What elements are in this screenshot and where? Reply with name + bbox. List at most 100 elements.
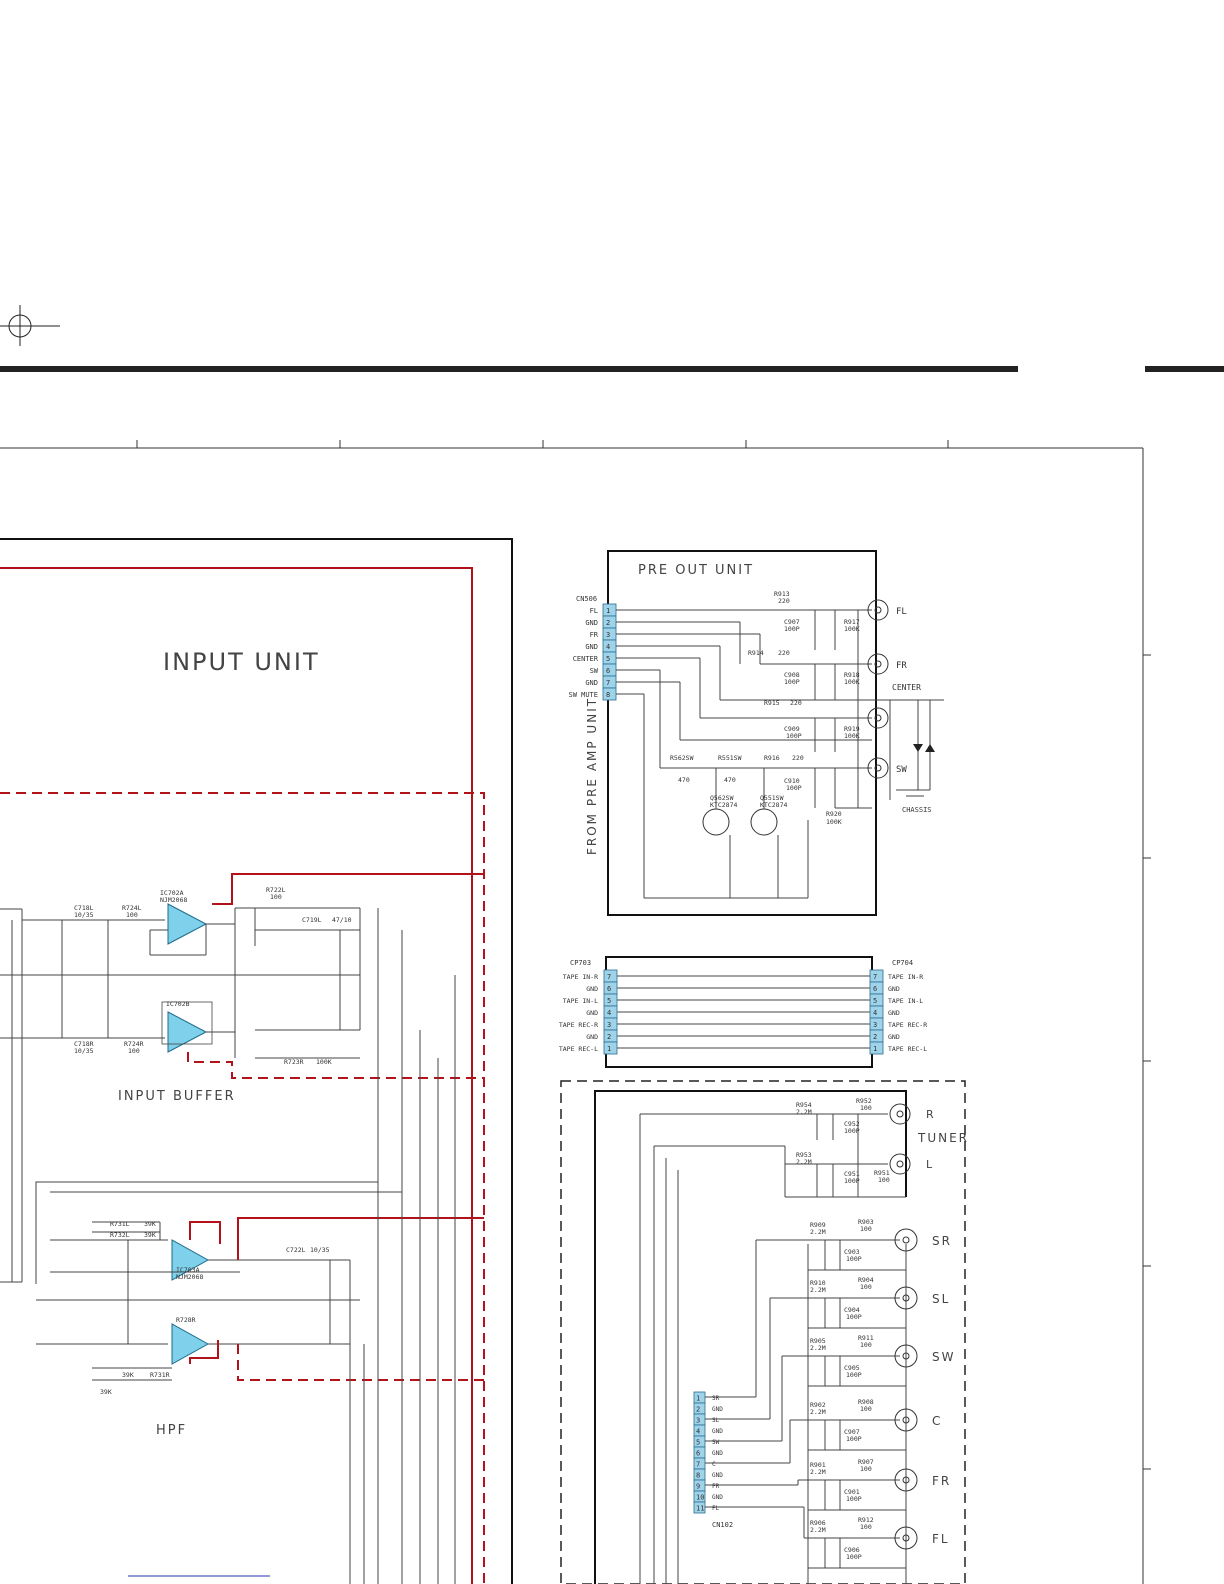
part-label: R920	[826, 810, 842, 818]
pin-label: GND	[586, 1033, 598, 1041]
rca-jack-icon	[894, 1228, 918, 1252]
pin-number: 1	[606, 607, 610, 615]
pin-label: SW MUTE	[568, 691, 598, 699]
part-label: R907	[858, 1458, 874, 1466]
part-label: 100	[128, 1047, 140, 1055]
jack-label: SR	[932, 1234, 952, 1248]
pin-number: 8	[606, 691, 610, 699]
part-label: C908	[784, 671, 800, 679]
pin-number: 2	[696, 1406, 700, 1414]
rca-jack-center-icon	[902, 1294, 910, 1302]
part-label: R724L	[122, 904, 142, 912]
pin-label: GND	[888, 1033, 900, 1041]
part-label: 100	[860, 1225, 872, 1233]
part-label: R731R	[150, 1371, 170, 1379]
pin-number: 1	[873, 1045, 877, 1053]
pin-number: 4	[607, 1009, 611, 1017]
pin-number: 10	[696, 1494, 704, 1502]
part-label: 220	[792, 754, 804, 762]
connector-pin	[603, 1041, 618, 1055]
pin-number: 7	[607, 973, 611, 981]
part-label: 100P	[844, 1127, 860, 1135]
pin-number: 5	[696, 1439, 700, 1447]
rca-jack-center-icon	[902, 1352, 910, 1360]
cn102-label: CN102	[712, 1521, 733, 1529]
diode-icon	[925, 744, 935, 752]
part-label: 100	[270, 893, 282, 901]
pin-number: 6	[696, 1450, 700, 1458]
part-label: C901	[844, 1488, 860, 1496]
pin-number: 7	[696, 1461, 700, 1469]
part-label: Q562SW	[710, 794, 734, 802]
rca-jack-center-icon	[896, 1160, 904, 1168]
part-label: R728R	[176, 1316, 196, 1324]
pin-number: 3	[606, 631, 610, 639]
part-label: R916	[764, 754, 780, 762]
part-label: R951	[874, 1169, 890, 1177]
cp703-label: CP703	[570, 959, 591, 967]
rca-jack-center-icon	[902, 1236, 910, 1244]
part-label: R906	[810, 1519, 826, 1527]
pin-number: 6	[873, 985, 877, 993]
part-label: NJM2068	[160, 896, 187, 904]
part-label: R952	[856, 1097, 872, 1105]
part-label: R905	[810, 1337, 826, 1345]
rca-jack-center-icon	[874, 606, 882, 614]
hpf-right	[36, 1300, 484, 1381]
part-label: 100	[860, 1283, 872, 1291]
pin-number: 3	[696, 1417, 700, 1425]
jack-label: FR	[896, 661, 907, 671]
part-label: R901	[810, 1461, 826, 1469]
rca-jack-center-icon	[874, 714, 882, 722]
part-label: R915	[764, 699, 780, 707]
header-bar-right	[1145, 366, 1224, 372]
pin-label: GND	[712, 1472, 723, 1479]
transistor-icon	[750, 808, 778, 836]
part-label: R908	[858, 1398, 874, 1406]
part-label: R562SW	[670, 754, 694, 762]
rca-jack-icon	[894, 1526, 918, 1550]
part-label: 10/35	[74, 1047, 94, 1055]
part-label: C903	[844, 1248, 860, 1256]
tuner-label: TUNER	[917, 1131, 969, 1145]
part-label: IC703A	[176, 1266, 200, 1274]
pin-number: 2	[607, 1033, 611, 1041]
pin-label: GND	[712, 1494, 723, 1501]
input-buffer-label: INPUT BUFFER	[118, 1089, 236, 1104]
part-label: 220	[790, 699, 802, 707]
part-label: R724R	[124, 1040, 144, 1048]
part-label: C952	[844, 1120, 860, 1128]
part-label: R723R	[284, 1058, 304, 1066]
part-label: R731L	[110, 1220, 130, 1228]
part-label: Q551SW	[760, 794, 784, 802]
rca-jack-center-icon	[874, 764, 882, 772]
pin-label: TAPE REC-L	[559, 1045, 598, 1053]
part-label: C719L	[302, 916, 322, 924]
rca-jack-icon	[867, 707, 889, 729]
part-label: R953	[796, 1151, 812, 1159]
pin-label: TAPE IN-R	[563, 973, 598, 981]
jack-label: FL	[896, 607, 907, 617]
part-label: KTC2874	[760, 801, 787, 809]
part-label: 100P	[846, 1435, 862, 1443]
pin-number: 4	[606, 643, 610, 651]
rca-jack-center-icon	[902, 1416, 910, 1424]
pin-number: 7	[873, 973, 877, 981]
pin-label: TAPE REC-R	[559, 1021, 598, 1029]
pin-number: 7	[606, 679, 610, 687]
part-label: 10/35	[74, 911, 94, 919]
pin-number: 2	[606, 619, 610, 627]
opamp-icon	[171, 1323, 210, 1365]
header-bar	[0, 366, 1018, 372]
part-label: R913	[774, 590, 790, 598]
jack-label: FL	[932, 1532, 950, 1546]
pin-label: FR	[712, 1483, 720, 1490]
pin-label: FL	[712, 1505, 720, 1512]
part-label: R903	[858, 1218, 874, 1226]
part-label: 470	[678, 776, 690, 784]
part-label: 100	[860, 1465, 872, 1473]
pin-label: CENTER	[573, 655, 599, 663]
part-label: R910	[810, 1279, 826, 1287]
part-label: 100	[860, 1104, 872, 1112]
